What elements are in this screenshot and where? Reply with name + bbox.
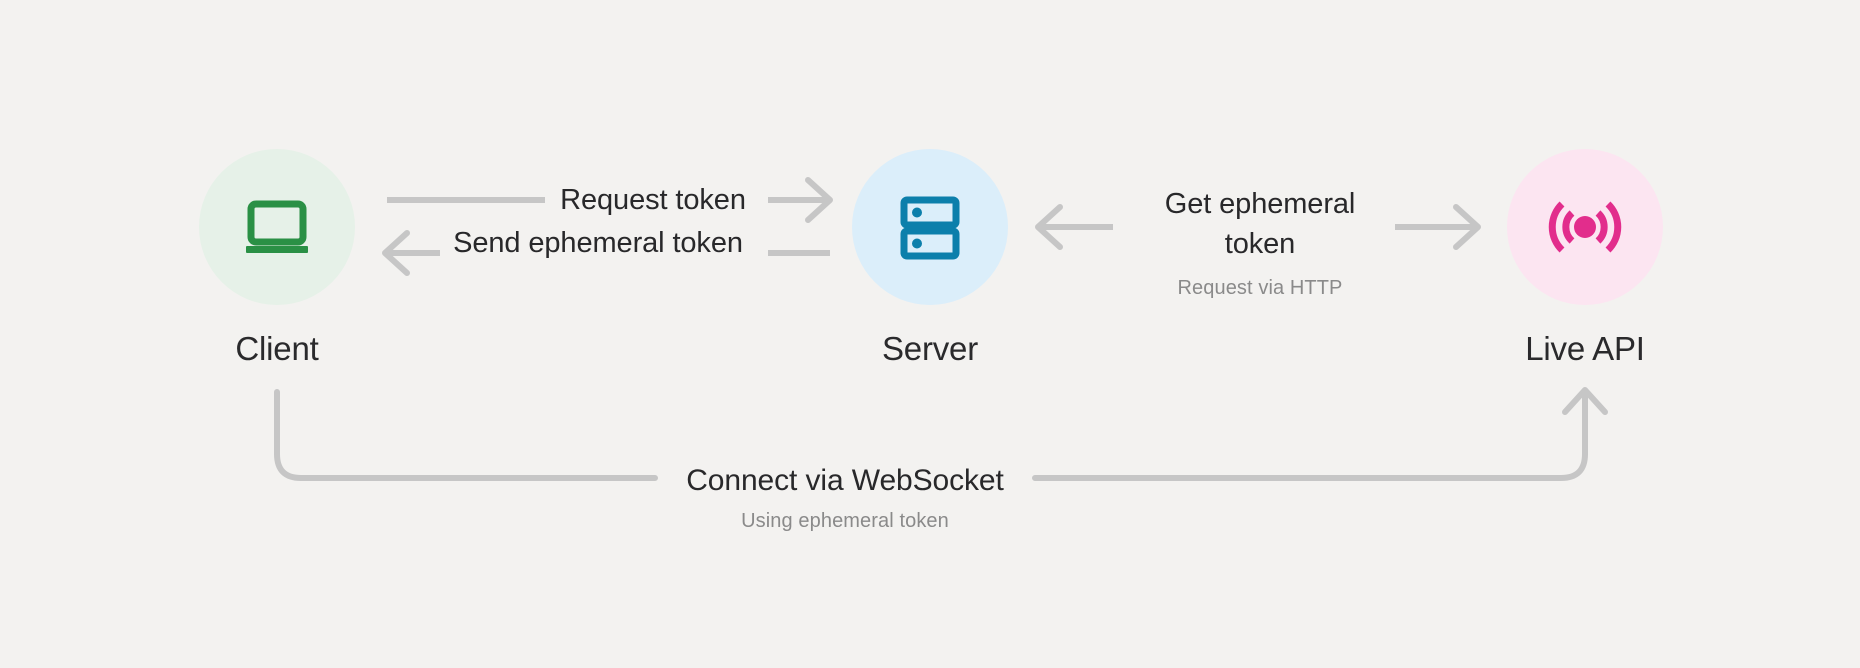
flow-label-request-token: Request token bbox=[560, 184, 746, 216]
node-client-label: Client bbox=[235, 330, 319, 367]
node-server-label: Server bbox=[882, 330, 978, 367]
connector-get-ephemeral-token-left bbox=[1035, 204, 1113, 250]
broadcast-signal-icon bbox=[1548, 201, 1622, 253]
node-live-api-label: Live API bbox=[1525, 330, 1645, 367]
laptop-icon bbox=[246, 200, 308, 253]
flow-label-get-ephemeral-token: Get ephemeral token bbox=[1164, 188, 1356, 260]
node-server-circle bbox=[852, 149, 1008, 305]
server-rack-icon bbox=[900, 196, 960, 260]
node-client-circle bbox=[199, 149, 355, 305]
flow-label-send-ephemeral-token: Send ephemeral token bbox=[453, 227, 743, 259]
node-live-api[interactable]: Live API bbox=[1505, 149, 1665, 367]
node-client[interactable]: Client bbox=[197, 149, 357, 367]
connector-get-ephemeral-token-right bbox=[1395, 204, 1481, 250]
node-live-api-circle bbox=[1507, 149, 1663, 305]
flow-sublabel-request-via-http: Request via HTTP bbox=[1177, 277, 1343, 299]
flow-sublabel-using-ephemeral-token: Using ephemeral token bbox=[741, 510, 949, 532]
flow-label-connect-websocket: Connect via WebSocket bbox=[686, 464, 1004, 497]
node-server[interactable]: Server bbox=[850, 149, 1010, 367]
